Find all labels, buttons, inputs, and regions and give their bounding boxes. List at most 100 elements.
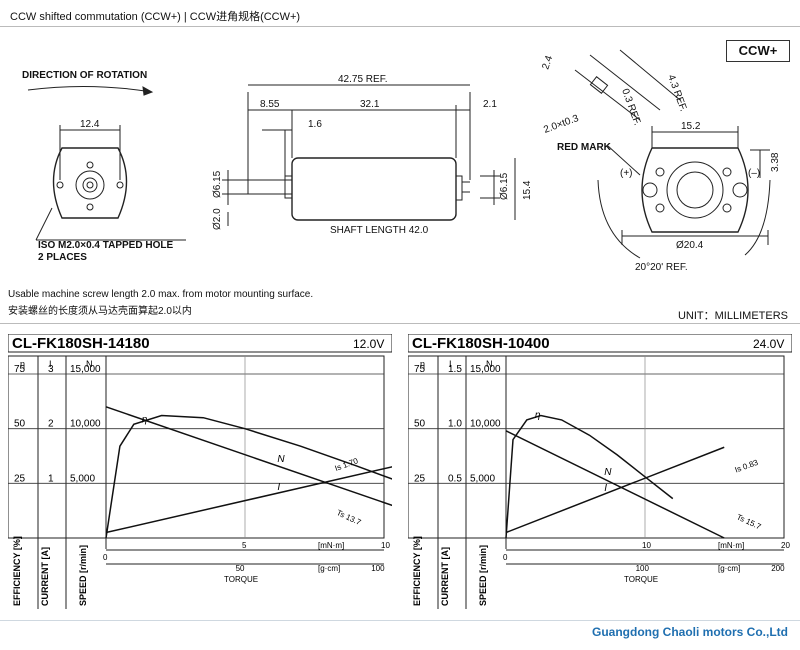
footer-divider — [0, 620, 800, 621]
plot-frame — [408, 355, 785, 539]
x-tick-gcm: 200 — [771, 564, 785, 573]
axis-title: SPEED [r/min] — [78, 545, 88, 606]
efficiency-curve-label: η — [142, 414, 148, 425]
x-tick: 0 — [103, 553, 108, 562]
rotation-label: DIRECTION OF ROTATION — [22, 70, 147, 81]
speed-line — [105, 406, 392, 507]
rotation-arrow-icon — [27, 85, 153, 93]
x-tick-mnm: 10 — [642, 541, 651, 550]
company-footer: Guangdong Chaoli motors Co.,Ltd — [592, 625, 788, 639]
x-tick-mnm: 20 — [781, 541, 790, 550]
dim-15-2: 15.2 — [681, 121, 701, 132]
dim-12-4: 12.4 — [80, 119, 100, 130]
current-curve-label: I — [277, 482, 280, 493]
column-head: I — [49, 359, 52, 369]
dim-43ref: 4.3 REF. — [665, 73, 688, 113]
current-line — [105, 466, 392, 534]
note-english: Usable machine screw length 2.0 max. fro… — [8, 289, 314, 300]
speed-tick: 10,000 — [470, 419, 501, 430]
efficiency-tick: 75 — [14, 364, 26, 375]
red-mark-label: RED MARK — [557, 142, 612, 153]
minus-terminal: (–) — [748, 168, 760, 179]
axis-title: CURRENT [A] — [440, 547, 450, 606]
column-head: η — [420, 359, 425, 369]
dimension-drawing: DIRECTION OF ROTATION 12.4 ISO M2.0×0.4 … — [22, 49, 781, 273]
efficiency-curve — [505, 414, 674, 539]
unit-gcm: [g·cm] — [318, 564, 340, 573]
chart-title: CL-FK180SH-10400 — [412, 335, 550, 352]
speed-tick: 15,000 — [470, 364, 501, 375]
x-tick: 0 — [503, 553, 508, 562]
plus-terminal: (+) — [620, 168, 633, 179]
current-tick: 1.5 — [448, 364, 462, 375]
dim-2x03: 2.0×t0.3 — [542, 113, 580, 136]
column-head: N — [86, 359, 93, 369]
axis-title: EFFICIENCY [%] — [412, 536, 422, 606]
column-head: I — [449, 359, 452, 369]
dim-d615-right: Ø6.15 — [499, 172, 510, 200]
dim-42-75: 42.75 REF. — [338, 74, 387, 85]
dim-3-38: 3.38 — [770, 152, 781, 172]
axis-title: SPEED [r/min] — [478, 545, 488, 606]
column-head: η — [20, 359, 25, 369]
dim-d615-left: Ø6.15 — [212, 170, 223, 198]
speed-line — [505, 430, 725, 539]
x-tick-mnm: 5 — [242, 541, 247, 550]
current-tick: 0.5 — [448, 473, 462, 484]
chart-voltage: 24.0V — [753, 337, 784, 351]
unit-label: UNIT：MILLIMETERS — [677, 310, 788, 322]
dim-2-4: 2.4 — [540, 54, 555, 71]
efficiency-tick: 50 — [414, 419, 426, 430]
speed-tick: 5,000 — [470, 473, 495, 484]
speed-tick: 10,000 — [70, 419, 101, 430]
dim-15-4: 15.4 — [522, 180, 533, 200]
tapped-hole-label: ISO M2.0×0.4 TAPPED HOLE — [38, 240, 173, 251]
places-label: 2 PLACES — [38, 252, 87, 263]
x-tick-gcm: 100 — [636, 564, 650, 573]
current-tick: 2 — [48, 419, 54, 430]
current-tick: 1.0 — [448, 419, 462, 430]
note-chinese: 安装螺丝的长度须从马达壳面算起2.0以内 — [8, 306, 192, 317]
current-tick: 3 — [48, 364, 54, 375]
ccw-badge: CCW+ — [726, 40, 790, 62]
chart-voltage: 12.0V — [353, 337, 384, 351]
dim-8-55: 8.55 — [260, 99, 280, 110]
dim-32-1: 32.1 — [360, 99, 380, 110]
x-tick-gcm: 50 — [236, 564, 245, 573]
current-line — [505, 446, 725, 534]
x-tick-mnm: 10 — [381, 541, 390, 550]
torque-label: TORQUE — [224, 575, 258, 584]
unit-gcm: [g·cm] — [718, 564, 740, 573]
current-tick: 1 — [48, 473, 54, 484]
efficiency-tick: 50 — [14, 419, 26, 430]
column-head: N — [486, 359, 493, 369]
efficiency-tick: 25 — [14, 473, 26, 484]
dim-2-1: 2.1 — [483, 99, 497, 110]
angle-label: 20°20' REF. — [635, 262, 688, 273]
speed-tick: 15,000 — [70, 364, 101, 375]
axis-title: CURRENT [A] — [40, 547, 50, 606]
shaft-length-label: SHAFT LENGTH 42.0 — [330, 225, 429, 236]
speed-curve-label: N — [604, 467, 612, 478]
axis-title: EFFICIENCY [%] — [12, 536, 22, 606]
stall-torque-label: Ts 13.7 — [335, 508, 363, 527]
stall-torque-label: Ts 15.7 — [735, 512, 763, 531]
page-header: CCW shifted commutation (CCW+) | CCW进角规格… — [10, 11, 301, 23]
efficiency-tick: 75 — [414, 364, 426, 375]
chart-title: CL-FK180SH-14180 — [12, 335, 150, 352]
efficiency-curve — [105, 414, 392, 539]
unit-mnm: [mN·m] — [718, 541, 744, 550]
current-curve-label: I — [604, 483, 607, 494]
dim-d204: Ø20.4 — [676, 240, 704, 251]
efficiency-curve-label: η — [535, 410, 541, 421]
speed-tick: 5,000 — [70, 473, 95, 484]
x-tick-gcm: 100 — [371, 564, 385, 573]
speed-curve-label: N — [277, 454, 285, 465]
stall-current-label: Is 0.83 — [734, 458, 760, 475]
unit-mnm: [mN·m] — [318, 541, 344, 550]
dim-1-6: 1.6 — [308, 119, 322, 130]
efficiency-tick: 25 — [414, 473, 426, 484]
unit-divider — [0, 323, 800, 324]
